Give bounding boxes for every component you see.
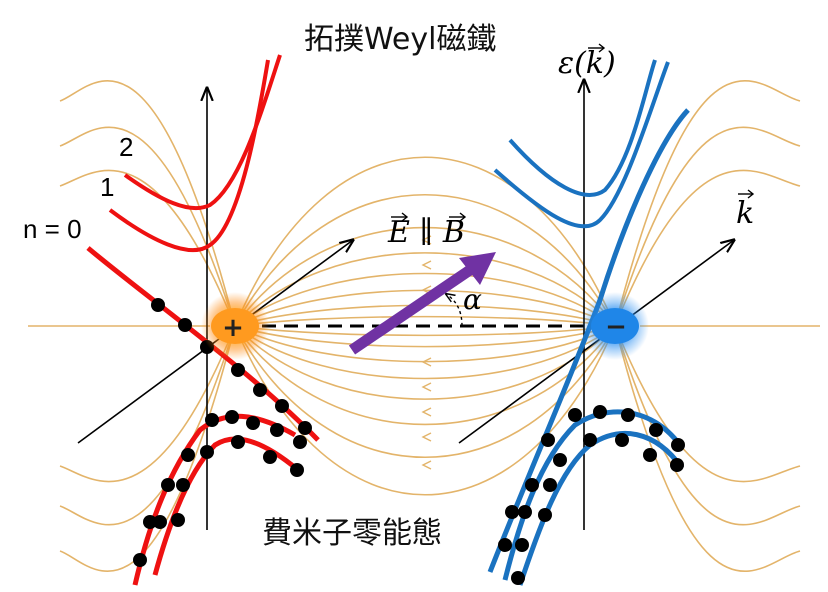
right-band-1-upper [493, 61, 670, 229]
angle-alpha-arc [446, 294, 463, 327]
zero-mode-dot-31 [615, 433, 629, 447]
field-line-left-up-2 [59, 79, 236, 327]
left-band-2-upper [123, 54, 282, 211]
zero-mode-dot-0 [151, 298, 165, 312]
negative-node-sign: − [605, 312, 627, 342]
zero-mode-dot-41 [511, 571, 525, 585]
field-line-right-up-2 [614, 79, 801, 327]
zero-mode-dot-17 [176, 478, 190, 492]
zero-mode-dot-37 [498, 538, 512, 552]
field-line-inner-4 [234, 325, 616, 380]
fermion-zero-modes [133, 298, 685, 585]
zero-mode-dot-24 [568, 408, 582, 422]
momentum-label-vector-arrowhead [747, 189, 755, 199]
zero-mode-dot-34 [525, 478, 539, 492]
field-direction-arrowhead [459, 252, 496, 285]
field-direction-chevron-2 [421, 357, 432, 367]
diagram-title: 拓撲Weyl磁鐵 [304, 22, 497, 57]
magnetic-field-lines [28, 79, 820, 573]
zero-mode-dot-20 [143, 515, 157, 529]
field-line-right-up-1 [614, 126, 801, 327]
left-band-n0-chiral [86, 246, 320, 442]
field-line-left-down-2 [59, 325, 236, 573]
angle-label: α [463, 283, 482, 316]
field-line-left-up-0 [59, 169, 236, 327]
field-line-inner-14 [234, 194, 616, 327]
field-label: E ∥ B [388, 215, 465, 250]
field-line-inner-8 [234, 315, 616, 327]
zero-mode-dot-14 [263, 450, 277, 464]
right-band-1-lower [502, 409, 682, 581]
field-line-left-down-0 [59, 325, 236, 483]
field-direction-chevron-6 [421, 460, 432, 470]
positive-node-sign: + [222, 313, 244, 343]
zero-mode-dot-9 [246, 416, 260, 430]
field-line-left-down-1 [59, 325, 236, 526]
momentum-axis-label: k [736, 196, 755, 231]
right-band-2-upper [508, 59, 657, 197]
zero-mode-dot-6 [298, 421, 312, 435]
zero-mode-dot-27 [649, 423, 663, 437]
field-direction-chevron-0 [421, 260, 432, 270]
field-line-right-down-1 [614, 325, 801, 526]
negative-weyl-node [591, 308, 639, 344]
band-label-n0: n = 0 [23, 214, 82, 244]
field-label-vector-arrows [391, 212, 467, 222]
zero-mode-dot-39 [538, 508, 552, 522]
zero-mode-dot-1 [178, 318, 192, 332]
field-line-inner-6 [234, 325, 616, 348]
field-direction-chevron-3 [421, 382, 432, 392]
zero-mode-dot-11 [293, 435, 307, 449]
energy-axis-label: ε(k) [558, 46, 616, 81]
diagram-caption: 費米子零能態 [262, 516, 442, 551]
field-line-inner-13 [234, 226, 616, 327]
field-line-right-down-0 [614, 325, 801, 483]
field-direction-chevron-4 [421, 407, 432, 417]
field-direction-chevron-5 [421, 432, 432, 442]
field-line-right-up-0 [614, 169, 801, 327]
band-label-2: 2 [119, 132, 134, 162]
zero-mode-dot-5 [275, 399, 289, 413]
zero-mode-dot-36 [505, 505, 519, 519]
field-line-inner-1 [234, 325, 616, 458]
zero-mode-dot-15 [290, 463, 304, 477]
zero-mode-dot-4 [253, 383, 267, 397]
zero-mode-dot-21 [133, 553, 147, 567]
zero-mode-dot-33 [670, 458, 684, 472]
energy-label-vector-arrowhead [598, 43, 606, 53]
zero-mode-dot-32 [643, 448, 657, 462]
zero-mode-dot-23 [541, 433, 555, 447]
zero-mode-dot-29 [553, 453, 567, 467]
zero-mode-dot-13 [231, 435, 245, 449]
zero-mode-dot-16 [181, 448, 195, 462]
zero-mode-dot-30 [583, 433, 597, 447]
zero-mode-dot-7 [205, 413, 219, 427]
zero-mode-dot-10 [270, 423, 284, 437]
zero-mode-dot-12 [200, 445, 214, 459]
zero-mode-dot-35 [518, 505, 532, 519]
zero-mode-dot-3 [231, 363, 245, 377]
zero-mode-dot-8 [225, 410, 239, 424]
zero-mode-dot-26 [621, 408, 635, 422]
zero-mode-dot-22 [171, 513, 185, 527]
zero-mode-dot-19 [153, 515, 167, 529]
band-label-1: 1 [100, 172, 115, 202]
field-direction-chevron-7 [421, 235, 432, 245]
positive-weyl-node [211, 308, 259, 344]
field-line-inner-7 [234, 325, 616, 337]
field-line-left-up-1 [59, 126, 236, 327]
zero-mode-dot-38 [515, 538, 529, 552]
field-line-inner-9 [234, 304, 616, 327]
field-line-right-down-2 [614, 325, 801, 573]
field-line-inner-11 [234, 272, 616, 327]
zero-mode-dot-25 [593, 405, 607, 419]
zero-mode-dot-18 [161, 478, 175, 492]
zero-mode-dot-28 [671, 438, 685, 452]
field-line-inner-15 [234, 156, 616, 327]
field-line-inner-12 [234, 252, 616, 327]
field-direction-arrow [348, 265, 474, 355]
zero-mode-dot-40 [543, 478, 557, 492]
